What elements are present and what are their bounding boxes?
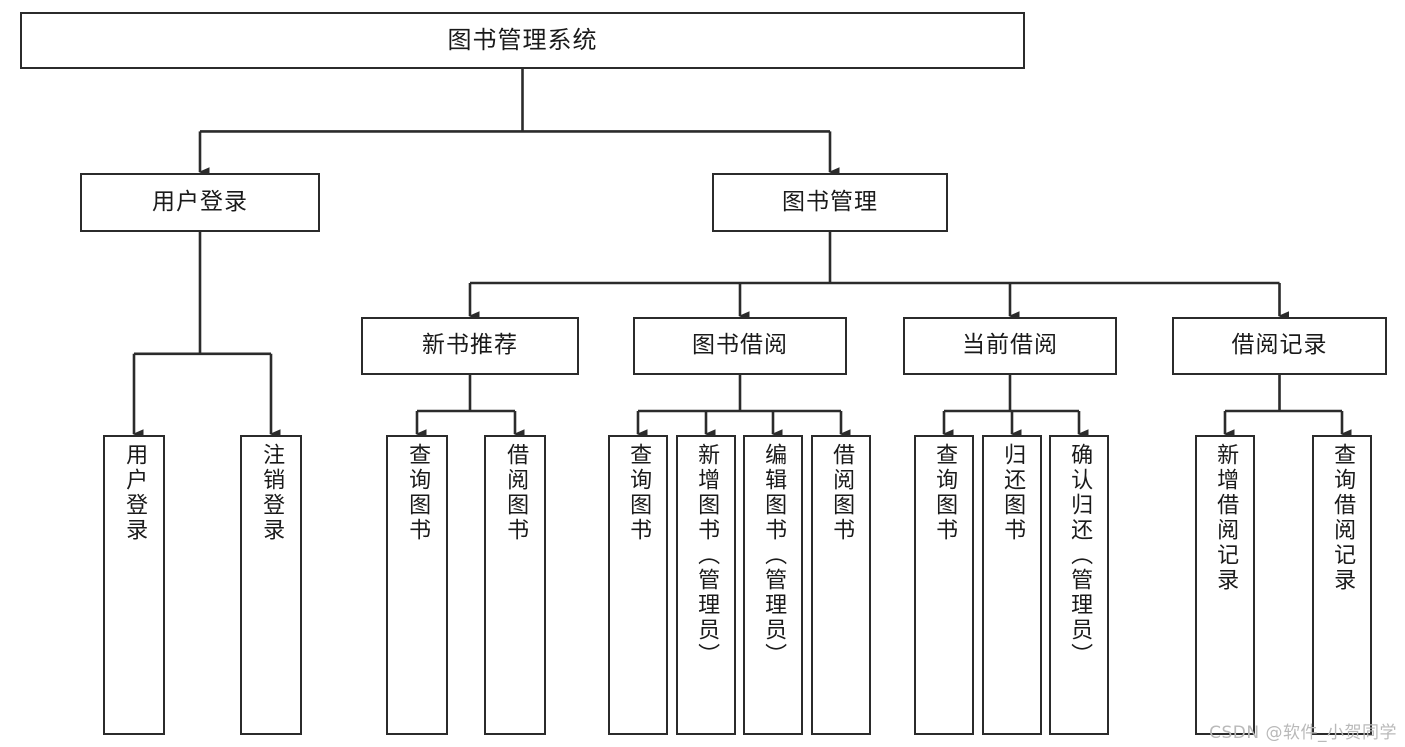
node-login[interactable]: 用户登录 bbox=[80, 173, 320, 232]
node-leaf-login[interactable]: 用户登录 bbox=[103, 435, 165, 735]
node-root[interactable]: 图书管理系统 bbox=[20, 12, 1025, 69]
node-leaf-return[interactable]: 归还图书 bbox=[982, 435, 1042, 735]
node-leaf-edit[interactable]: 编辑图书（管理员） bbox=[743, 435, 803, 735]
node-leaf-logout[interactable]: 注销登录 bbox=[240, 435, 302, 735]
node-records[interactable]: 借阅记录 bbox=[1172, 317, 1387, 375]
node-label: 新增借阅记录 bbox=[1213, 443, 1239, 593]
node-newbook[interactable]: 新书推荐 bbox=[361, 317, 579, 375]
node-bookmgmt[interactable]: 图书管理 bbox=[712, 173, 948, 232]
node-label: 用户登录 bbox=[152, 188, 248, 215]
node-label: 图书借阅 bbox=[692, 332, 788, 359]
node-label: 查询图书 bbox=[405, 443, 431, 543]
node-label: 查询图书 bbox=[932, 443, 958, 543]
node-leaf-query2[interactable]: 查询图书 bbox=[608, 435, 668, 735]
node-label: 编辑图书（管理员） bbox=[761, 443, 787, 668]
node-label: 图书管理 bbox=[782, 188, 878, 215]
node-label: 图书管理系统 bbox=[447, 26, 598, 55]
node-leaf-add[interactable]: 新增图书（管理员） bbox=[676, 435, 736, 735]
node-label: 确认归还（管理员） bbox=[1067, 443, 1093, 668]
node-label: 查询图书 bbox=[626, 443, 652, 543]
node-borrow[interactable]: 图书借阅 bbox=[633, 317, 847, 375]
node-label: 归还图书 bbox=[1000, 443, 1026, 543]
node-label: 新书推荐 bbox=[422, 332, 518, 359]
node-leaf-borrow1[interactable]: 借阅图书 bbox=[484, 435, 546, 735]
node-leaf-confirm[interactable]: 确认归还（管理员） bbox=[1049, 435, 1109, 735]
node-current[interactable]: 当前借阅 bbox=[903, 317, 1117, 375]
node-label: 用户登录 bbox=[122, 443, 148, 543]
node-label: 新增图书（管理员） bbox=[694, 443, 720, 668]
node-leaf-addrec[interactable]: 新增借阅记录 bbox=[1195, 435, 1255, 735]
node-label: 当前借阅 bbox=[962, 332, 1058, 359]
node-leaf-query1[interactable]: 查询图书 bbox=[386, 435, 448, 735]
node-label: 借阅图书 bbox=[829, 443, 855, 543]
node-leaf-query3[interactable]: 查询图书 bbox=[914, 435, 974, 735]
node-leaf-borrow2[interactable]: 借阅图书 bbox=[811, 435, 871, 735]
node-label: 借阅图书 bbox=[503, 443, 529, 543]
node-label: 借阅记录 bbox=[1231, 332, 1328, 359]
node-label: 注销登录 bbox=[259, 443, 285, 543]
node-leaf-qryrec[interactable]: 查询借阅记录 bbox=[1312, 435, 1372, 735]
node-label: 查询借阅记录 bbox=[1330, 443, 1356, 593]
